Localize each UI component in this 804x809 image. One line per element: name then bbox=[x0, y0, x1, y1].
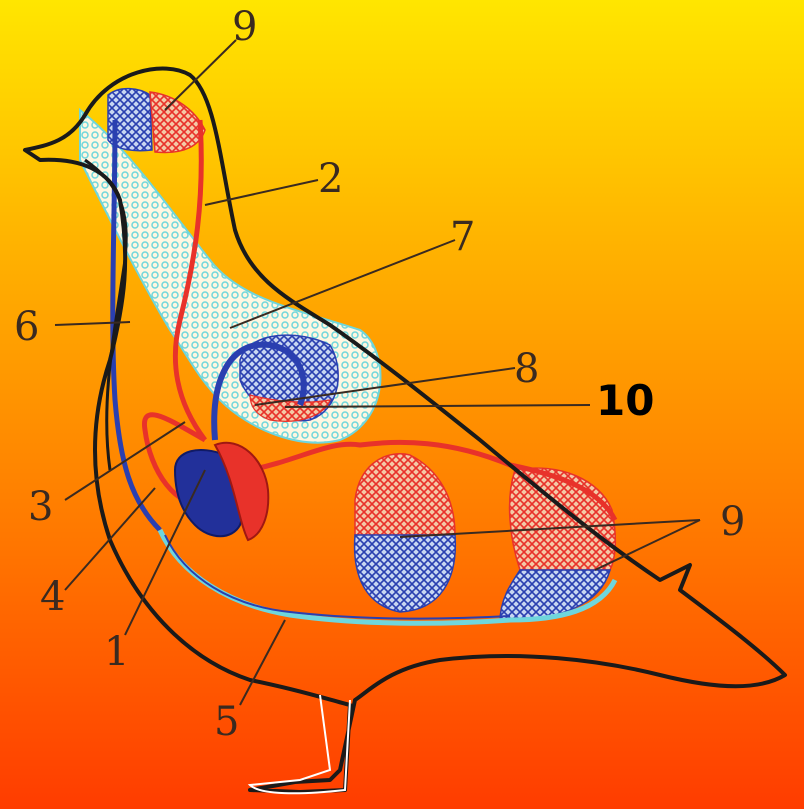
label-1: 1 bbox=[104, 629, 129, 675]
label-7: 7 bbox=[450, 214, 475, 260]
label-9-right: 9 bbox=[720, 499, 745, 545]
body-organ-left-red bbox=[355, 454, 455, 535]
body-organ-right-red bbox=[510, 468, 616, 570]
bird-leg bbox=[250, 695, 350, 793]
label-6: 6 bbox=[14, 304, 39, 350]
label-10: 10 bbox=[596, 376, 654, 425]
vein-5-inner bbox=[165, 535, 510, 619]
head-capillaries-red bbox=[150, 92, 205, 153]
label-4: 4 bbox=[40, 574, 65, 620]
label-8: 8 bbox=[514, 346, 539, 392]
label-3: 3 bbox=[28, 484, 53, 530]
body-organ-left-blue bbox=[355, 535, 456, 612]
label-9-top: 9 bbox=[232, 4, 257, 50]
label-2: 2 bbox=[318, 156, 343, 202]
label-5: 5 bbox=[214, 699, 239, 745]
